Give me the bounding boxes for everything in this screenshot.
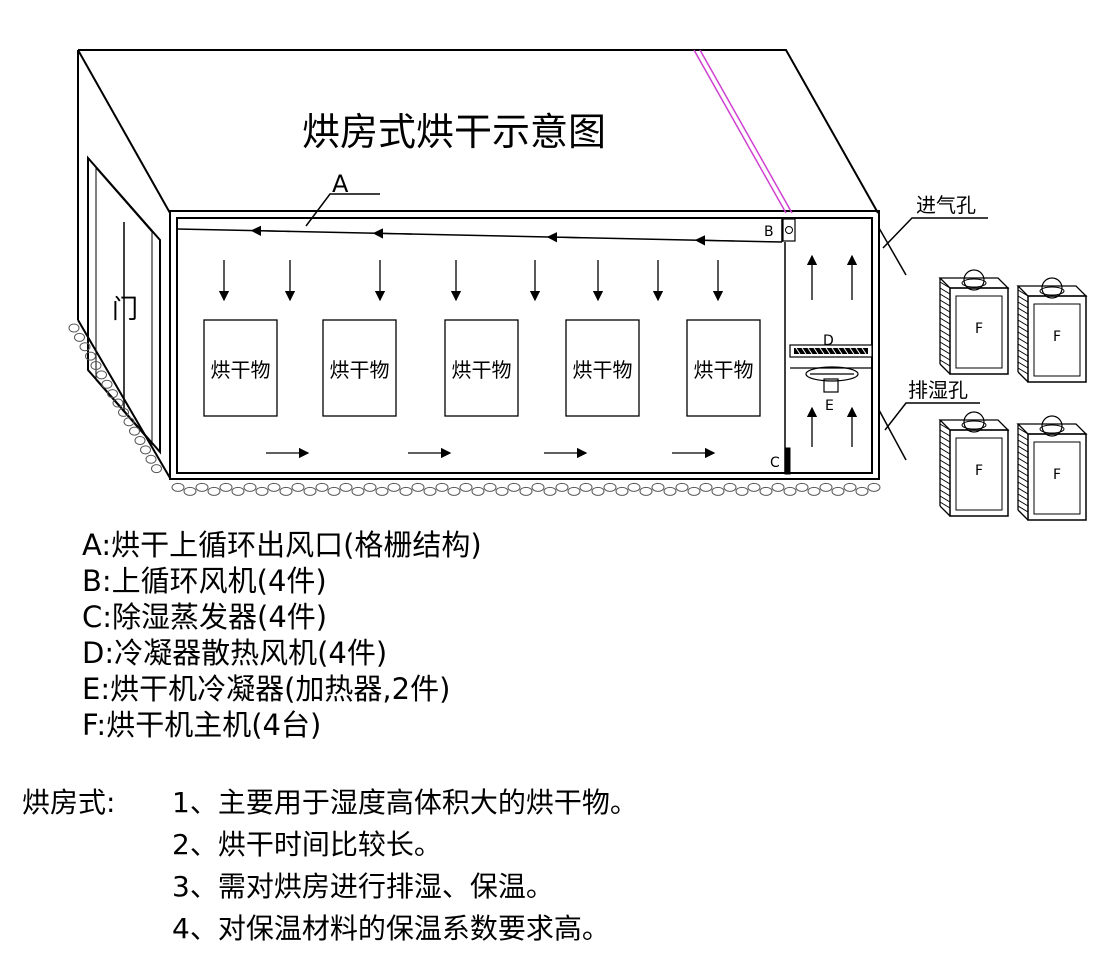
- label-f: F: [975, 321, 983, 337]
- label-f: F: [1053, 467, 1061, 483]
- diagram-title: 烘房式烘干示意图: [302, 110, 606, 154]
- outdoor-unit-f: F: [1016, 415, 1088, 521]
- label-a: A: [332, 170, 349, 198]
- room-outer-wall: [169, 210, 880, 480]
- drying-item-label: 烘干物: [452, 358, 512, 382]
- condenser-fan-d: [789, 344, 873, 358]
- machine-partition: [784, 242, 791, 475]
- duct-arrow: [694, 235, 735, 246]
- label-b: B: [764, 224, 774, 240]
- legend-item: F:烘干机主机(4台): [82, 708, 322, 742]
- room-box: [77, 49, 880, 480]
- outdoor-units: F F F F: [938, 269, 1088, 521]
- down-arrows: [218, 260, 724, 302]
- ground-hatch: [68, 323, 881, 496]
- drying-room-diagram: 门 烘房式烘干示意图 A B C D: [68, 49, 1088, 521]
- drying-item: 烘干物: [565, 319, 640, 417]
- inlet-leader: [882, 217, 988, 249]
- drying-item: 烘干物: [203, 319, 278, 417]
- outdoor-unit-f: F: [1016, 277, 1088, 383]
- exhaust-label: 排湿孔: [908, 378, 968, 402]
- legend-item: C:除湿蒸发器(4件): [82, 600, 328, 634]
- inlet-label: 进气孔: [916, 193, 976, 217]
- label-e: E: [825, 398, 834, 414]
- exhaust-pipe: [878, 409, 907, 461]
- roof-pipe: [693, 49, 793, 214]
- box-top-left-edge: [77, 49, 171, 214]
- outdoor-unit-f: F: [938, 411, 1010, 517]
- upper-fan-b: [782, 218, 796, 242]
- drying-item: 烘干物: [444, 319, 519, 417]
- note-item: 2、烘干时间比较长。: [172, 828, 442, 861]
- label-c: C: [770, 455, 780, 471]
- drying-item-label: 烘干物: [211, 358, 271, 382]
- drying-item: 烘干物: [686, 319, 761, 417]
- upper-fan-b-hub: [785, 226, 793, 234]
- evaporator-c: [784, 447, 791, 475]
- door: [87, 155, 161, 455]
- machine-arrows: [806, 254, 858, 447]
- note-item: 1、主要用于湿度高体积大的烘干物。: [172, 786, 638, 819]
- note-item: 3、需对烘房进行排湿、保温。: [172, 870, 554, 903]
- exhaust-leader: [884, 402, 980, 431]
- inlet-pipe: [878, 227, 907, 276]
- label-a-leader: [305, 193, 380, 227]
- legend-item: A:烘干上循环出风口(格栅结构): [82, 528, 482, 562]
- top-air-duct: [176, 218, 783, 243]
- label-f: F: [1053, 329, 1061, 345]
- drying-item-label: 烘干物: [330, 358, 390, 382]
- note-item: 4、对保温材料的保温系数要求高。: [172, 912, 610, 945]
- duct-arrow: [546, 231, 587, 243]
- drying-item: 烘干物: [322, 319, 397, 417]
- duct-arrows: [250, 225, 735, 246]
- drying-items: 烘干物 烘干物 烘干物 烘干物 烘干物: [203, 319, 761, 417]
- outdoor-unit-f: F: [938, 269, 1010, 375]
- legend-item: D:冷凝器散热风机(4件): [82, 636, 388, 670]
- box-top-back: [78, 49, 879, 214]
- drying-item-label: 烘干物: [694, 358, 754, 382]
- room-inner-wall: [176, 217, 873, 474]
- duct-arrow: [372, 228, 413, 239]
- label-d: D: [823, 333, 834, 349]
- legend-item: B:上循环风机(4件): [82, 564, 327, 598]
- label-f: F: [975, 463, 983, 479]
- duct-arrow: [250, 225, 291, 237]
- notes-prefix: 烘房式:: [22, 786, 116, 819]
- door-label: 门: [112, 295, 138, 325]
- drying-item-label: 烘干物: [573, 358, 633, 382]
- legend-item: E:烘干机冷凝器(加热器,2件): [82, 672, 451, 706]
- condenser-e: [805, 366, 859, 393]
